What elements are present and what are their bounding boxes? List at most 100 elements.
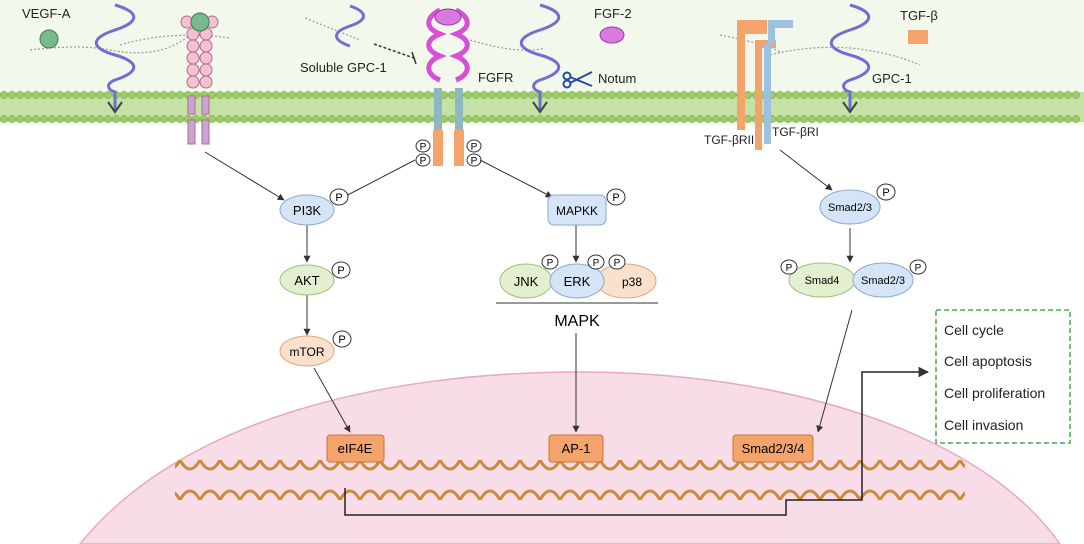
membrane-lipid-head xyxy=(616,115,624,123)
membrane-lipid-head xyxy=(672,115,680,123)
membrane-lipid-head xyxy=(64,91,72,99)
membrane-lipid-head xyxy=(952,91,960,99)
membrane-lipid-head xyxy=(960,91,968,99)
membrane-lipid-head xyxy=(504,91,512,99)
membrane-lipid-head xyxy=(824,91,832,99)
svg-text:P: P xyxy=(338,334,345,346)
membrane-lipid-head xyxy=(528,91,536,99)
label-akt: AKT xyxy=(294,273,319,288)
membrane-lipid-head xyxy=(144,115,152,123)
membrane-lipid-head xyxy=(624,91,632,99)
membrane-lipid-head xyxy=(792,91,800,99)
membrane-lipid-head xyxy=(312,91,320,99)
fgfr-receptor xyxy=(426,7,470,83)
fgfr-kinase-right xyxy=(454,130,464,166)
membrane-lipid-head xyxy=(1008,91,1016,99)
membrane-lipid-head xyxy=(352,115,360,123)
membrane-lipid-head xyxy=(16,91,24,99)
membrane-lipid-head xyxy=(744,91,752,99)
membrane-lipid-head xyxy=(696,115,704,123)
membrane-lipid-head xyxy=(720,91,728,99)
membrane-lipid-head xyxy=(376,91,384,99)
membrane-lipid-head xyxy=(672,91,680,99)
membrane-lipid-head xyxy=(400,91,408,99)
membrane-lipid-head xyxy=(1000,91,1008,99)
label-tgfb: TGF-β xyxy=(900,8,938,23)
membrane-lipid-head xyxy=(336,91,344,99)
pi3k-phospho xyxy=(329,188,349,206)
membrane-lipid-head xyxy=(240,115,248,123)
membrane-lipid-head xyxy=(544,91,552,99)
membrane-lipid-head xyxy=(920,115,928,123)
vegfa-bound xyxy=(190,12,210,32)
membrane-lipid-head xyxy=(160,91,168,99)
membrane-lipid-head xyxy=(96,115,104,123)
fgf2-ligand xyxy=(599,26,625,44)
label-erk: ERK xyxy=(564,274,591,289)
membrane-lipid-head xyxy=(704,115,712,123)
membrane-lipid-head xyxy=(424,91,432,99)
svg-text:P: P xyxy=(335,192,342,204)
svg-text:P: P xyxy=(915,263,922,274)
ap1-box xyxy=(548,434,604,463)
label-fgfr: FGFR xyxy=(478,70,513,85)
label-p38: p38 xyxy=(622,275,642,289)
smad234-box xyxy=(732,434,814,463)
label-jnk: JNK xyxy=(514,274,539,289)
membrane-lipid-head xyxy=(808,91,816,99)
membrane-lipid-head xyxy=(1040,115,1048,123)
outcome-cell-proliferation: Cell proliferation xyxy=(944,385,1045,401)
membrane-lipid-head xyxy=(280,91,288,99)
membrane-lipid-head xyxy=(464,115,472,123)
svg-text:P: P xyxy=(337,265,344,277)
membrane-lipid-head xyxy=(512,115,520,123)
membrane-lipid-head xyxy=(32,91,40,99)
membrane-lipid-head xyxy=(536,115,544,123)
outcome-cell-cycle: Cell cycle xyxy=(944,322,1004,338)
membrane-lipid-head xyxy=(568,91,576,99)
membrane-lipid-head xyxy=(320,91,328,99)
membrane-lipid-head xyxy=(992,115,1000,123)
membrane-lipid-head xyxy=(40,91,48,99)
membrane-lipid-head xyxy=(8,91,16,99)
membrane-lipid-head xyxy=(344,91,352,99)
membrane-lipid-head xyxy=(912,115,920,123)
label-gpc1: GPC-1 xyxy=(872,71,912,86)
membrane-lipid-head xyxy=(928,115,936,123)
membrane-lipid-head xyxy=(264,91,272,99)
membrane-lipid-head xyxy=(1064,91,1072,99)
membrane-lipid-head xyxy=(640,115,648,123)
dna-helix xyxy=(175,460,965,500)
membrane-lipid-head xyxy=(144,91,152,99)
gpc1-anchor-tgf xyxy=(829,3,871,112)
membrane-lipid-head xyxy=(624,115,632,123)
membrane-lipid-head xyxy=(1008,115,1016,123)
cell-membrane xyxy=(0,91,1084,123)
membrane-lipid-head xyxy=(800,91,808,99)
membrane-lipid-head xyxy=(248,115,256,123)
membrane-lipid-head xyxy=(664,115,672,123)
membrane-lipid-head xyxy=(104,115,112,123)
membrane-lipid-head xyxy=(168,91,176,99)
membrane-lipid-head xyxy=(24,115,32,123)
membrane-lipid-head xyxy=(408,115,416,123)
membrane-lipid-head xyxy=(216,115,224,123)
smad23-complex-node xyxy=(852,262,914,298)
svg-text:P: P xyxy=(471,142,478,153)
membrane-lipid-head xyxy=(600,115,608,123)
membrane-lipid-head xyxy=(320,115,328,123)
membrane-lipid-head xyxy=(240,91,248,99)
label-ap1: AP-1 xyxy=(562,441,591,456)
membrane-lipid-head xyxy=(24,91,32,99)
membrane-lipid-head xyxy=(968,115,976,123)
membrane-lipid-head xyxy=(896,91,904,99)
membrane-lipid-head xyxy=(880,91,888,99)
mapkk-phospho xyxy=(606,188,626,206)
membrane-lipid-head xyxy=(824,115,832,123)
label-smad234: Smad2/3/4 xyxy=(742,441,805,456)
membrane-lipid-head xyxy=(840,91,848,99)
membrane-lipid-head xyxy=(504,115,512,123)
membrane-lipid-head xyxy=(216,91,224,99)
membrane-lipid-head xyxy=(472,115,480,123)
membrane-lipid-head xyxy=(544,115,552,123)
